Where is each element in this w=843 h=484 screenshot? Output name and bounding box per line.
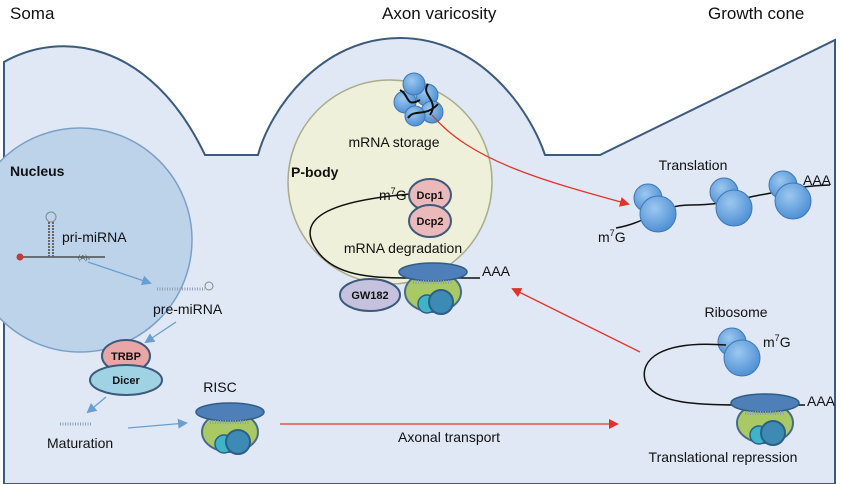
risc-label: RISC (203, 379, 236, 395)
arrow-repression-to-pbody (511, 288, 641, 353)
mrna-degradation-label: mRNA degradation (344, 240, 462, 256)
arrow-to-risc (127, 418, 188, 429)
repression-aaa: AAA (807, 393, 836, 409)
pbody-aaa: AAA (482, 263, 511, 279)
translation-label: Translation (659, 157, 728, 173)
translation-m7g: m7G (598, 228, 626, 245)
pbody-m7g: m7G (379, 186, 407, 203)
pri-mirna-label: pri-miRNA (62, 229, 127, 245)
pre-mirna-structure (157, 281, 214, 291)
svg-text:(A)ₙ: (A)ₙ (78, 255, 90, 262)
dcp2-label: Dcp2 (417, 216, 444, 228)
dcp1-label: Dcp1 (417, 190, 444, 202)
arrow-dicer-to-maturation (86, 396, 107, 414)
mrna-storage-cluster (393, 72, 444, 127)
arrow-pri-to-pre (87, 261, 152, 286)
ribosome-label: Ribosome (704, 304, 767, 320)
translational-repression-label: Translational repression (649, 449, 798, 465)
trbp-label: TRBP (111, 351, 141, 363)
maturation-label: Maturation (47, 435, 113, 451)
dicer-label: Dicer (112, 375, 140, 387)
arrow-storage-to-translation (431, 114, 630, 207)
repression-m7g: m7G (763, 333, 791, 350)
pre-mirna-label: pre-miRNA (153, 301, 223, 317)
arrow-pre-to-dicer (144, 321, 177, 344)
gw182-label: GW182 (351, 290, 388, 302)
dicer-protein (89, 364, 163, 396)
nucleus-label: Nucleus (10, 163, 65, 179)
translation-aaa: AAA (803, 172, 832, 188)
gw182-protein (339, 278, 401, 312)
pbody-mrna-strand (309, 193, 480, 279)
repressed-mrna (643, 343, 805, 406)
header-growth-cone: Growth cone (708, 4, 804, 23)
nucleus (0, 127, 193, 353)
header-axon-varicosity: Axon varicosity (382, 4, 497, 23)
p-body-label: P-body (291, 164, 339, 180)
dcp2-protein (408, 204, 452, 238)
mrna-storage-label: mRNA storage (348, 134, 439, 150)
axonal-transport-label: Axonal transport (398, 429, 500, 445)
header-soma: Soma (10, 4, 55, 23)
pri-mirna-structure: (A)ₙ (16, 211, 105, 262)
